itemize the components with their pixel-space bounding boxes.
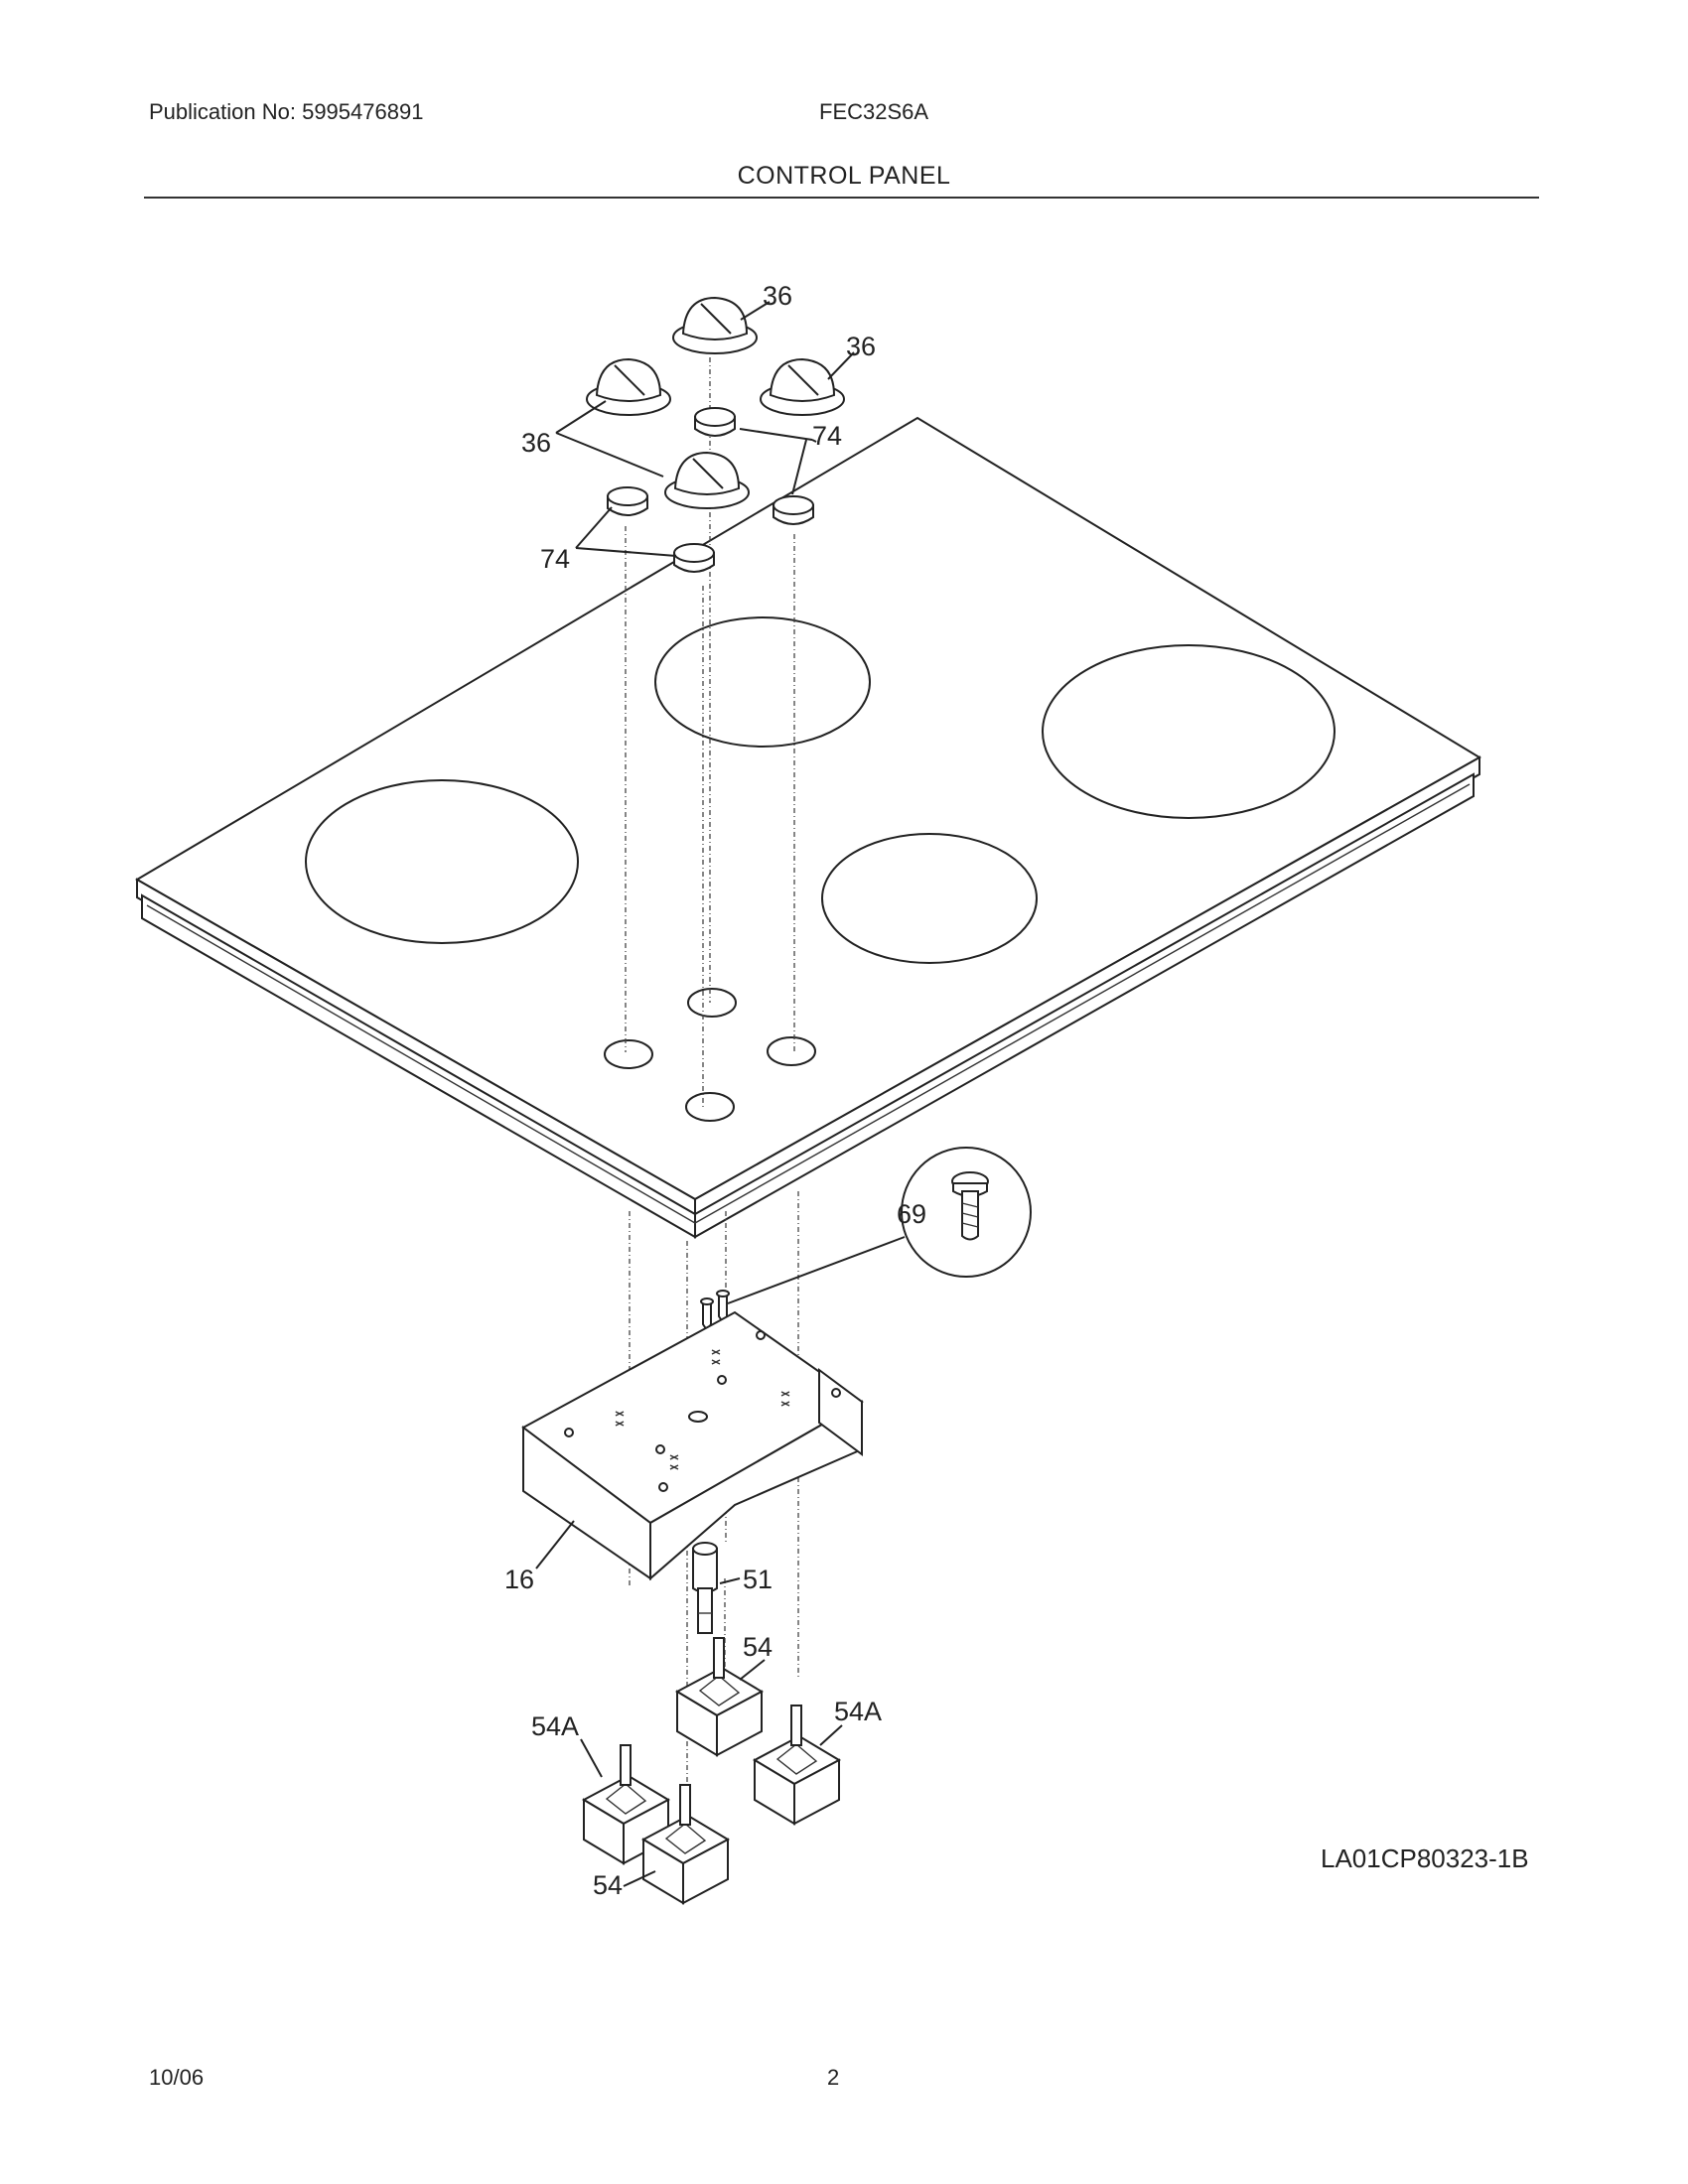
- knob-icon: [664, 451, 750, 509]
- callout-infinite-switch-b: 54: [593, 1870, 623, 1900]
- bezel-icon: [773, 495, 814, 525]
- section-title: CONTROL PANEL: [737, 162, 951, 190]
- diagram-code: LA01CP80323-1B: [1321, 1843, 1529, 1873]
- infinite-switch-icon: [623, 1784, 731, 1905]
- burner-elements: [305, 616, 1336, 964]
- callout-infinite-switch-c: 54A: [834, 1697, 882, 1726]
- knob-icon: [672, 296, 758, 354]
- callout-panel: 16: [504, 1565, 534, 1594]
- knob-holes: [604, 988, 816, 1122]
- callout-knob-c: 36: [521, 428, 551, 458]
- callout-knob-b: 36: [846, 332, 876, 361]
- callout-bezel-b: 74: [540, 544, 570, 574]
- infinite-switch-icon: [580, 1738, 671, 1865]
- publication-number: Publication No: 5995476891: [149, 99, 424, 124]
- burner-right-front: [821, 833, 1038, 964]
- burner-left-rear: [654, 616, 871, 748]
- callout-switch: 51: [743, 1565, 773, 1594]
- callout-knob-a: 36: [763, 281, 792, 311]
- bezel-icon: [694, 407, 736, 437]
- bezel-icon: [673, 543, 715, 573]
- callout-screw: 69: [897, 1199, 926, 1229]
- bezel-icon: [607, 486, 648, 516]
- exploded-parts-diagram: 36 36 36 74 74 69 16 51 54 54 54A 54A: [0, 228, 1688, 1916]
- model-number: FEC32S6A: [819, 99, 929, 124]
- callout-infinite-switch-a: 54: [743, 1632, 773, 1662]
- screw-detail: [727, 1147, 1032, 1304]
- knob-icon: [586, 357, 671, 416]
- callout-bezel-a: 74: [812, 421, 842, 451]
- page-number: 2: [827, 2065, 840, 2090]
- diagram-canvas: 36 36 36 74 74 69 16 51 54 54 54A 54A: [135, 281, 1481, 1905]
- switch-part: [692, 1542, 741, 1634]
- cooktop-glass: [135, 416, 1481, 1239]
- burner-left-front: [305, 779, 579, 944]
- footer-date: 10/06: [149, 2065, 205, 2090]
- header-rule: [144, 197, 1539, 199]
- infinite-switch-icon: [674, 1637, 766, 1757]
- burner-right-rear: [1042, 644, 1336, 819]
- leader-lines-top: [555, 301, 855, 557]
- infinite-switch-icon: [752, 1705, 843, 1826]
- control-panel-bracket: [521, 1310, 864, 1581]
- callout-infinite-switch-d: 54A: [531, 1711, 579, 1741]
- knob-icon: [760, 357, 845, 416]
